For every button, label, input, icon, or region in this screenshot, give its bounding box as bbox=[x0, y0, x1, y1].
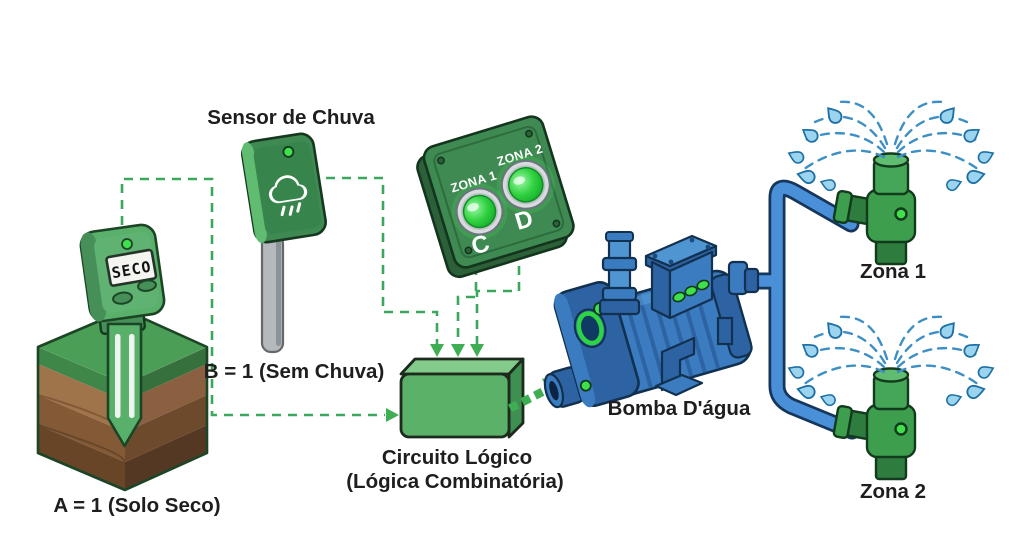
zone2-indicator-light bbox=[496, 155, 555, 214]
rain-sensor-title: Sensor de Chuva bbox=[207, 106, 375, 129]
cloud-rain-icon bbox=[268, 175, 308, 217]
panel-screw bbox=[525, 129, 533, 138]
rain-sensor-head bbox=[241, 132, 327, 244]
pump-label: Bomba D'água bbox=[608, 397, 751, 420]
zone1-indicator-light bbox=[451, 183, 508, 240]
wire-signal-c bbox=[456, 266, 478, 344]
panel-screw bbox=[464, 246, 473, 255]
water-pump bbox=[543, 231, 760, 409]
panel-screw bbox=[552, 219, 561, 228]
sprinkler-zone2 bbox=[787, 317, 996, 481]
signal-wires bbox=[120, 176, 521, 422]
sensor-display: SECO bbox=[105, 248, 158, 287]
wire-signal-a bbox=[120, 177, 385, 417]
water-pipes bbox=[739, 179, 861, 440]
sprinkler-zone1 bbox=[787, 102, 996, 266]
soil-moisture-sensor: SECO bbox=[79, 223, 166, 448]
panel-screw bbox=[437, 156, 445, 165]
wire-signal-d bbox=[475, 250, 521, 344]
zone1-label: Zona 1 bbox=[860, 260, 926, 283]
sensor-head: SECO bbox=[79, 223, 166, 323]
arrow-signal-d bbox=[470, 344, 484, 357]
wire-signal-b bbox=[326, 176, 439, 344]
rain-sensor bbox=[241, 132, 327, 354]
zone2-label: Zona 2 bbox=[860, 480, 926, 503]
pump-priming-pipe bbox=[598, 231, 641, 316]
soil-block bbox=[36, 308, 209, 492]
logic-box-label-line2: (Lógica Combinatória) bbox=[346, 470, 564, 493]
pump-outlet-flange bbox=[727, 260, 760, 296]
rain-sensor-led bbox=[282, 145, 295, 158]
pump-inlet-port bbox=[576, 311, 604, 346]
arrow-signal-c bbox=[451, 344, 465, 357]
pump-motor bbox=[644, 234, 718, 320]
arrow-signal-b bbox=[430, 344, 444, 357]
arrow-signal-a bbox=[386, 408, 399, 422]
rain-state-label: B = 1 (Sem Chuva) bbox=[204, 360, 385, 383]
pump-feet bbox=[654, 316, 734, 397]
zone-indicator-panel: ZONA 1 ZONA 2 C D bbox=[416, 115, 575, 279]
logic-circuit-box bbox=[399, 357, 525, 439]
soil-state-label: A = 1 (Solo Seco) bbox=[53, 494, 220, 517]
logic-box-label-line1: Circuito Lógico bbox=[382, 446, 532, 469]
sensor-led bbox=[121, 238, 133, 250]
